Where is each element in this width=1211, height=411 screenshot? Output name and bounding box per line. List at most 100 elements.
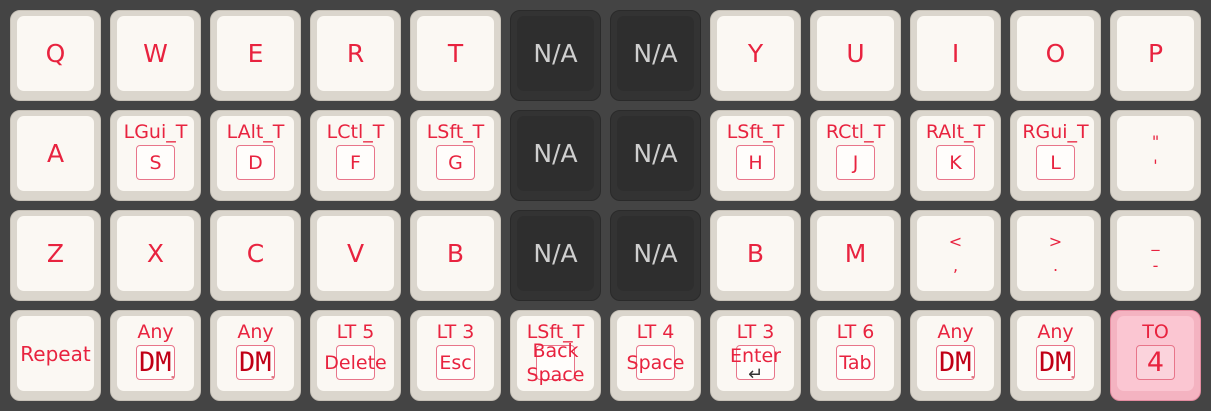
enter-icon: ↵: [747, 363, 764, 385]
base-legend: -: [1152, 255, 1159, 275]
key-legend: Z: [46, 239, 65, 268]
key-r2-c12[interactable]: "': [1110, 110, 1201, 201]
shifted-legend: >: [1048, 231, 1063, 251]
tap-legend-box: D: [236, 145, 275, 180]
key-face: N/A: [617, 16, 694, 91]
key-r2-c6[interactable]: N/A: [510, 110, 601, 201]
tap-legend-box: L: [1036, 145, 1075, 180]
key-r1-c10[interactable]: I: [910, 10, 1001, 101]
key-r2-c7[interactable]: N/A: [610, 110, 701, 201]
key-legend: B: [446, 239, 465, 268]
hold-legend: LT 3: [736, 321, 775, 343]
key-r1-c11[interactable]: O: [1010, 10, 1101, 101]
key-legend: O: [1045, 39, 1066, 68]
key-r3-c6[interactable]: N/A: [510, 210, 601, 301]
key-r1-c5[interactable]: T: [410, 10, 501, 101]
key-r3-c4[interactable]: V: [310, 210, 401, 301]
tap-legend: K: [949, 151, 962, 174]
key-legend-pair: <,: [917, 216, 994, 291]
key-legend: T: [447, 39, 464, 68]
key-r4-c1[interactable]: Repeat: [10, 310, 101, 401]
key-r2-c1[interactable]: A: [10, 110, 101, 201]
key-r3-c12[interactable]: _-: [1110, 210, 1201, 301]
shifted-legend: ": [1151, 131, 1160, 151]
key-r3-c10[interactable]: <,: [910, 210, 1001, 301]
key-legend: N/A: [633, 239, 678, 268]
key-r1-c12[interactable]: P: [1110, 10, 1201, 101]
key-face: Y: [717, 16, 794, 91]
tap-legend: J: [852, 151, 859, 174]
key-r3-c1[interactable]: Z: [10, 210, 101, 301]
key-face: X: [117, 216, 194, 291]
key-legend: E: [247, 39, 264, 68]
key-legend: C: [246, 239, 265, 268]
hold-legend: LT 6: [836, 321, 875, 343]
tap-legend: DM_REC1: [939, 347, 974, 378]
key-r3-c3[interactable]: C: [210, 210, 301, 301]
hold-legend: RGui_T: [1022, 121, 1089, 143]
tap-legend: 4: [1146, 347, 1165, 378]
key-r1-c6[interactable]: N/A: [510, 10, 601, 101]
key-face: N/A: [617, 216, 694, 291]
key-r1-c3[interactable]: E: [210, 10, 301, 101]
key-face: A: [17, 116, 94, 191]
key-r1-c8[interactable]: Y: [710, 10, 801, 101]
hold-legend: Any: [1037, 321, 1074, 343]
key-r3-c9[interactable]: M: [810, 210, 901, 301]
key-face: P: [1117, 16, 1194, 91]
key-face: N/A: [617, 116, 694, 191]
hold-legend: LSft_T: [526, 321, 585, 343]
tap-legend: G: [448, 151, 463, 174]
key-r3-c2[interactable]: X: [110, 210, 201, 301]
shifted-legend: <: [948, 231, 963, 251]
key-r3-c8[interactable]: B: [710, 210, 801, 301]
key-r3-c7[interactable]: N/A: [610, 210, 701, 301]
key-face: N/A: [517, 16, 594, 91]
key-face: <,: [917, 216, 994, 291]
base-legend: ': [1153, 155, 1158, 175]
key-legend: I: [951, 39, 960, 68]
key-r3-c11[interactable]: >.: [1010, 210, 1101, 301]
key-face: _-: [1117, 216, 1194, 291]
key-r3-c5[interactable]: B: [410, 210, 501, 301]
tap-legend-box: S: [136, 145, 175, 180]
tap-legend-box: DM_REC1: [936, 345, 975, 380]
key-r1-c2[interactable]: W: [110, 10, 201, 101]
tap-legend-box: 4: [1136, 345, 1175, 380]
key-r1-c7[interactable]: N/A: [610, 10, 701, 101]
key-r1-c1[interactable]: Q: [10, 10, 101, 101]
key-r1-c4[interactable]: R: [310, 10, 401, 101]
tap-legend-box: DM_PLY1: [136, 345, 175, 380]
key-r1-c9[interactable]: U: [810, 10, 901, 101]
key-r4-c12[interactable]: TO 4: [1110, 310, 1201, 401]
hold-legend: TO: [1142, 321, 1169, 343]
base-legend: .: [1052, 255, 1059, 275]
tap-legend-box: Tab: [836, 345, 875, 380]
hold-legend: Any: [937, 321, 974, 343]
hold-legend: LT 5: [336, 321, 375, 343]
tap-legend: DM_REC2: [1039, 347, 1074, 378]
